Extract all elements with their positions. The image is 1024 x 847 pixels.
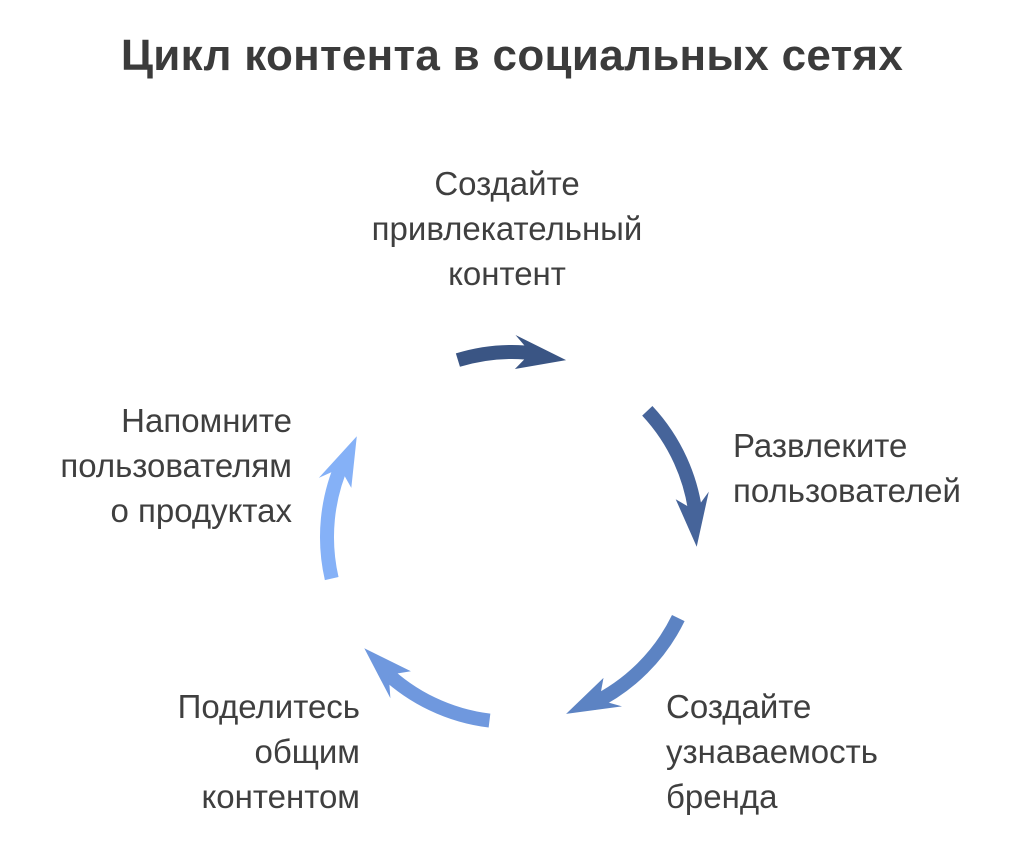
step-label-share-content: Поделитесь общим контентом bbox=[80, 684, 360, 819]
step-4-line-3: контентом bbox=[201, 778, 361, 815]
step-3-line-3: бренда bbox=[666, 778, 778, 815]
step-3-line-2: узнаваемость bbox=[666, 733, 878, 770]
step-5-line-1: Напомните bbox=[121, 402, 292, 439]
step-4-line-2: общим bbox=[254, 733, 360, 770]
cycle-arrowhead-4 bbox=[364, 648, 411, 699]
step-5-line-3: о продуктах bbox=[110, 492, 292, 529]
step-label-remind-products: Напомните пользователям о продуктах bbox=[10, 398, 292, 533]
step-1-line-1: Создайте bbox=[434, 165, 580, 202]
step-4-line-1: Поделитесь bbox=[177, 688, 360, 725]
step-1-line-3: контент bbox=[448, 255, 566, 292]
step-label-create-content: Создайте привлекательный контент bbox=[300, 161, 714, 296]
cycle-arrowhead-2 bbox=[675, 491, 709, 547]
cycle-arrow-5 bbox=[320, 458, 350, 581]
cycle-arrowhead-3 bbox=[566, 677, 622, 714]
diagram-title: Цикл контента в социальных сетях bbox=[120, 31, 904, 80]
step-2-line-1: Развлеките bbox=[733, 427, 908, 464]
step-3-line-1: Создайте bbox=[666, 688, 812, 725]
cycle-arrow-4 bbox=[378, 664, 491, 728]
cycle-arrowhead-5 bbox=[318, 436, 357, 488]
step-label-entertain-users: Развлеките пользователей bbox=[733, 423, 1013, 513]
step-5-line-2: пользователям bbox=[60, 447, 292, 484]
cycle-arrow-3 bbox=[589, 614, 685, 710]
cycle-arrow-2 bbox=[642, 406, 704, 520]
step-2-line-2: пользователей bbox=[733, 472, 961, 509]
step-1-line-2: привлекательный bbox=[371, 210, 643, 247]
step-label-brand-awareness: Создайте узнаваемость бренда bbox=[666, 684, 946, 819]
cycle-arrowhead-1 bbox=[514, 335, 567, 369]
